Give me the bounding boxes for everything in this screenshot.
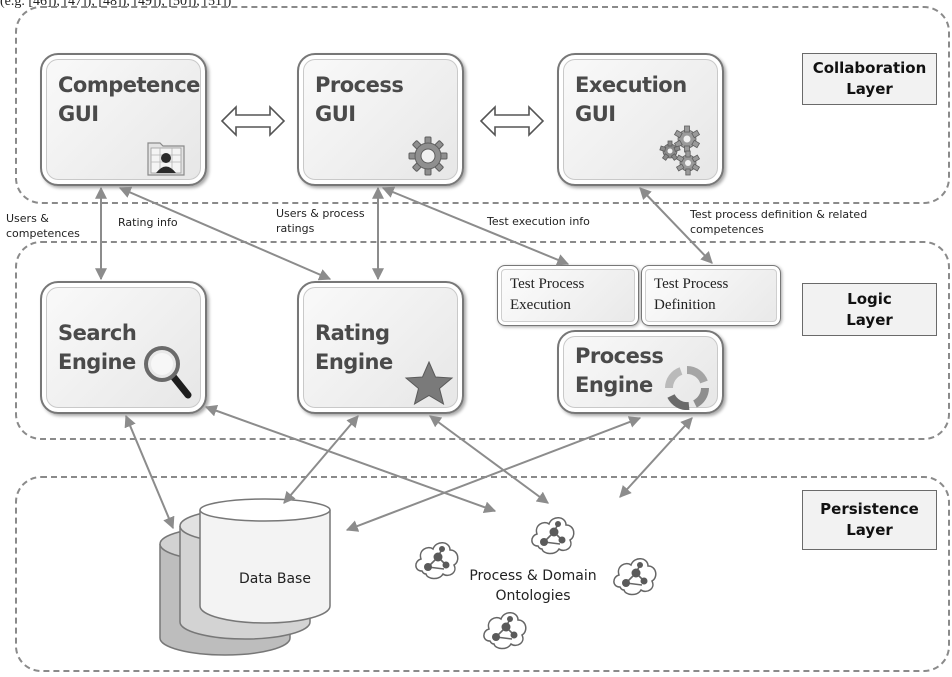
ontology-cloud-icon <box>483 612 527 650</box>
execution-gui-title: Execution GUI <box>575 73 687 126</box>
test-process-execution-box: Test Process Execution <box>497 265 639 326</box>
ontology-cloud-icon <box>415 542 459 580</box>
collaboration-layer-label: Collaboration Layer <box>802 53 937 105</box>
rating-engine-title: Rating Engine <box>315 321 393 374</box>
ontology-cloud-icon <box>613 558 657 596</box>
arrow-process-testexec <box>381 186 570 266</box>
arrow-search-database <box>124 414 175 530</box>
arrow-rating-database <box>283 415 359 504</box>
process-engine-title: Process Engine <box>575 344 664 397</box>
caption-fragment: (e.g. [46]), [47]), [48]), [49]), [50]),… <box>0 0 232 9</box>
execution-gui-box: Execution GUI <box>557 53 724 186</box>
process-gui-box: Process GUI <box>297 53 464 186</box>
database-label: Data Base <box>239 571 311 587</box>
arrow-search-ontology <box>204 405 497 513</box>
search-engine-box: Search Engine <box>40 281 207 414</box>
persistence-layer-label: Persistence Layer <box>802 490 937 550</box>
competence-gui-box: Competence GUI <box>40 53 207 186</box>
double-arrow-icon <box>220 105 286 137</box>
cycle-icon <box>665 366 709 410</box>
person-card-icon <box>147 142 185 176</box>
gear-icon <box>408 136 448 176</box>
users-competences-note: Users & competences <box>6 212 80 240</box>
arrow-execution-testdef <box>639 187 713 264</box>
arrow-competence-rating <box>118 186 332 281</box>
ontologies-label: Process & Domain Ontologies <box>469 568 597 604</box>
competence-gui-title: Competence GUI <box>58 73 200 126</box>
process-engine-box: Process Engine <box>557 330 724 414</box>
gears-icon <box>659 125 701 176</box>
arrow-processengine-database <box>345 416 642 532</box>
double-arrow-icon <box>479 105 545 137</box>
star-icon <box>404 361 454 405</box>
arrow-processengine-ontology <box>619 417 693 498</box>
process-gui-title: Process GUI <box>315 73 404 126</box>
test-process-definition-box: Test Process Definition <box>641 265 781 326</box>
search-engine-title: Search Engine <box>58 321 137 374</box>
logic-layer-label: Logic Layer <box>802 283 937 336</box>
magnifier-icon <box>144 346 192 399</box>
